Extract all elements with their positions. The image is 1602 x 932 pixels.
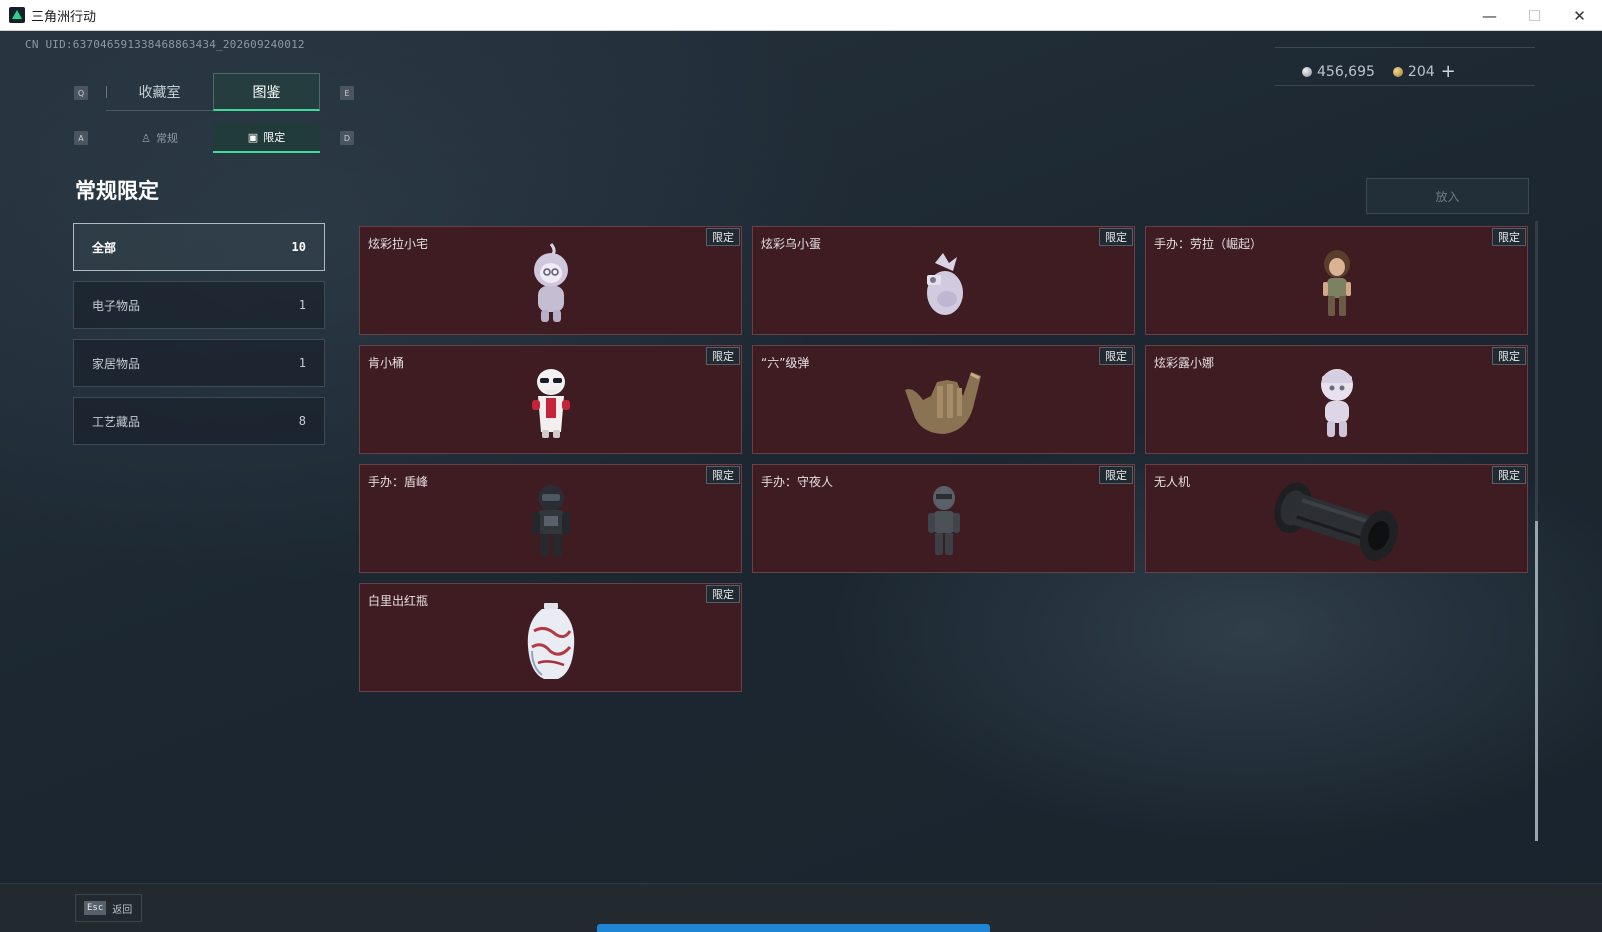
limited-badge: 限定 [706, 228, 740, 246]
item-name: 炫彩乌小蛋 [761, 237, 822, 251]
tab-divider [106, 86, 107, 98]
item-card[interactable]: 手办：守夜人 限定 [752, 464, 1135, 573]
item-grid: 炫彩拉小宅 限定 炫彩乌小蛋 限定 [359, 226, 1528, 692]
limited-badge: 限定 [1492, 347, 1526, 365]
item-card[interactable]: 炫彩露小娜 限定 [1145, 345, 1528, 454]
limited-badge: 限定 [1492, 466, 1526, 484]
put-in-button[interactable]: 放入 [1366, 178, 1529, 214]
limited-badge: 限定 [706, 466, 740, 484]
silver-coin-icon [1302, 67, 1312, 77]
category-label: 家居物品 [92, 356, 141, 371]
sub-tabs: ♙ 常规 ▣ 限定 [106, 123, 320, 153]
tab-collection-room[interactable]: 收藏室 [106, 73, 213, 111]
item-name: 手办：劳拉（崛起） [1154, 237, 1263, 251]
key-hint-a: A [74, 131, 88, 145]
window-controls: — ☐ ✕ [1467, 0, 1602, 31]
item-card[interactable]: “六”级弹 限定 [752, 345, 1135, 454]
category-count: 1 [298, 298, 306, 312]
add-currency-button[interactable]: + [1440, 61, 1456, 82]
limited-badge: 限定 [1492, 228, 1526, 246]
category-list: 全部 10 电子物品 1 家居物品 1 工艺藏品 8 [73, 223, 325, 455]
category-count: 8 [298, 414, 306, 428]
item-card[interactable]: 白里出红瓶 限定 [359, 583, 742, 692]
bucket-figurine-icon [360, 358, 741, 448]
item-card[interactable]: 无人机 限定 [1145, 464, 1528, 573]
item-name: 肯小桶 [368, 356, 405, 370]
tab-regular-label: 常规 [155, 132, 178, 145]
currency-bar: 456,695 204 + [1302, 61, 1474, 82]
category-label: 电子物品 [92, 298, 141, 313]
category-count: 10 [291, 240, 306, 254]
limited-badge: 限定 [1099, 466, 1133, 484]
window-title: 三角洲行动 [31, 9, 97, 25]
gold-amount: 204 [1407, 64, 1435, 80]
maximize-button[interactable]: ☐ [1527, 6, 1542, 25]
page-title: 常规限定 [75, 179, 159, 203]
minimize-button[interactable]: — [1482, 6, 1497, 25]
decor-line [1275, 85, 1535, 86]
limited-badge: 限定 [706, 347, 740, 365]
figure-icon: ♙ [141, 131, 151, 145]
item-name: 无人机 [1154, 475, 1191, 489]
category-household[interactable]: 家居物品 1 [73, 339, 325, 387]
item-card[interactable]: 手办：盾峰 限定 [359, 464, 742, 573]
hooded-figurine-icon [360, 239, 741, 329]
tab-codex[interactable]: 图鉴 [213, 73, 320, 111]
gold-coin-icon [1392, 67, 1403, 77]
tab-limited-label: 限定 [263, 131, 286, 144]
category-label: 工艺藏品 [92, 414, 141, 429]
category-crafts[interactable]: 工艺藏品 8 [73, 397, 325, 445]
category-label: 全部 [92, 240, 117, 255]
category-count: 1 [298, 356, 306, 370]
item-name: 手办：守夜人 [761, 475, 834, 489]
main-tabs: 收藏室 图鉴 [106, 73, 320, 111]
game-viewport: CN UID:637046591338468863434_20260924001… [0, 31, 1602, 932]
key-hint-d: D [340, 131, 354, 145]
limited-badge: 限定 [706, 585, 740, 603]
close-button[interactable]: ✕ [1573, 6, 1586, 25]
app-logo-icon [9, 7, 25, 23]
category-electronics[interactable]: 电子物品 1 [73, 281, 325, 329]
item-card[interactable]: 肯小桶 限定 [359, 345, 742, 454]
item-name: 手办：盾峰 [368, 475, 429, 489]
bottom-bar: Esc 返回 [0, 883, 1602, 932]
progress-strip [597, 924, 990, 932]
item-card[interactable]: 炫彩拉小宅 限定 [359, 226, 742, 335]
item-name: 白里出红瓶 [368, 594, 429, 608]
explorer-figurine-icon [1146, 239, 1527, 329]
key-hint-q: Q [74, 86, 88, 100]
limited-badge: 限定 [1099, 347, 1133, 365]
item-card[interactable]: 手办：劳拉（崛起） 限定 [1145, 226, 1528, 335]
robot-figurine-icon [753, 477, 1134, 567]
decor-line [1275, 47, 1535, 48]
soldier-figurine-icon [360, 477, 741, 567]
drone-wheel-icon [1146, 477, 1527, 567]
limited-badge: 限定 [1099, 228, 1133, 246]
player-uid: CN UID:637046591338468863434_20260924001… [25, 38, 305, 51]
silver-currency: 456,695 [1302, 64, 1375, 80]
porcelain-vase-icon [360, 596, 741, 686]
egg-figurine-icon [753, 239, 1134, 329]
gold-currency: 204 + [1392, 61, 1456, 82]
silver-amount: 456,695 [1317, 64, 1375, 80]
shaka-hand-icon [753, 358, 1134, 448]
scrollbar-thumb[interactable] [1535, 521, 1538, 841]
item-card[interactable]: 炫彩乌小蛋 限定 [752, 226, 1135, 335]
image-icon: ▣ [247, 130, 259, 144]
tab-limited[interactable]: ▣ 限定 [213, 123, 320, 153]
item-name: 炫彩拉小宅 [368, 237, 429, 251]
item-name: 炫彩露小娜 [1154, 356, 1215, 370]
back-button[interactable]: Esc 返回 [75, 894, 142, 922]
back-label: 返回 [112, 904, 133, 916]
item-name: “六”级弹 [761, 356, 810, 370]
girl-figurine-icon [1146, 358, 1527, 448]
window-title-bar: 三角洲行动 — ☐ ✕ [0, 0, 1602, 31]
key-hint-e: E [340, 86, 354, 100]
category-all[interactable]: 全部 10 [73, 223, 325, 271]
esc-key-hint: Esc [84, 901, 107, 915]
tab-regular[interactable]: ♙ 常规 [106, 123, 213, 153]
